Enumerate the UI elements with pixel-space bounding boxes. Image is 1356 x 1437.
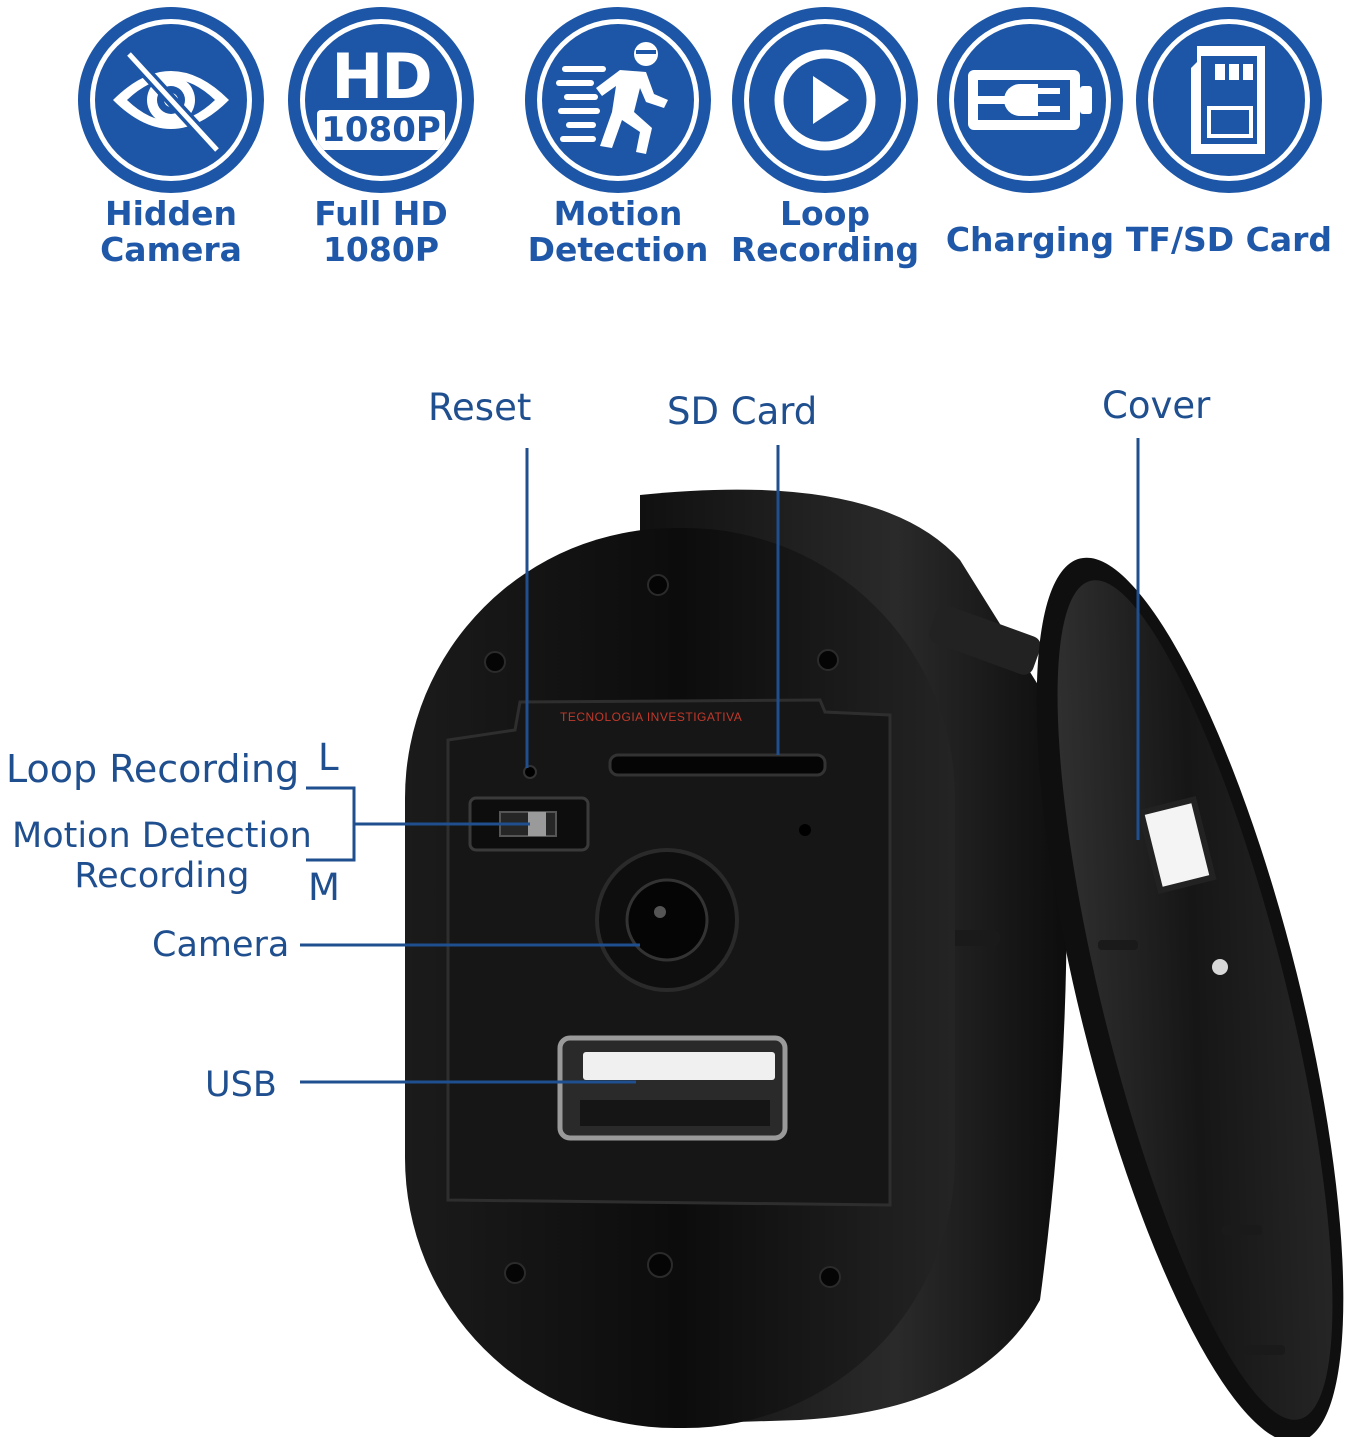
callout-motion-letter: M — [308, 866, 340, 909]
callout-loop-letter: L — [318, 736, 339, 779]
callout-reset: Reset — [428, 386, 532, 429]
sd-card-icon — [1139, 10, 1319, 190]
camera-lens — [625, 878, 709, 962]
feature-label: Full HD 1080P — [314, 194, 448, 269]
feature-full-hd: HD 1080P Full HD 1080P — [276, 10, 486, 280]
feature-label: Motion Detection — [527, 194, 709, 269]
running-man-icon — [528, 10, 708, 190]
feature-loop-recording: Loop Recording — [720, 10, 930, 280]
hinge-clip — [929, 605, 1041, 675]
callout-cover: Cover — [1102, 384, 1211, 427]
callout-sd-card: SD Card — [667, 390, 818, 433]
hd-1080p-icon: HD 1080P — [291, 10, 471, 190]
callout-usb: USB — [205, 1065, 277, 1105]
cover-panel — [1036, 557, 1344, 1437]
feature-motion-detection: Motion Detection — [513, 10, 723, 280]
watermark-text: TECNOLOGIA INVESTIGATIVA — [560, 710, 743, 724]
hd-badge-text: HD — [331, 40, 432, 113]
feature-hidden-camera: Hidden Camera — [66, 10, 276, 280]
product-diagram: Reset SD Card Cover Loop Recording L Mot… — [0, 300, 1356, 1437]
feature-label: TF/SD Card — [1125, 220, 1333, 259]
mode-switch-knob — [528, 812, 546, 836]
feature-sd-card: TF/SD Card — [1124, 10, 1334, 280]
play-loop-icon — [735, 10, 915, 190]
callout-camera: Camera — [152, 925, 290, 965]
feature-label: Loop Recording — [730, 194, 920, 269]
hd-resolution-text: 1080P — [317, 110, 445, 150]
feature-label: Hidden Camera — [100, 194, 242, 269]
callout-motion-detection: Motion Detection Recording — [12, 816, 312, 896]
sd-card-slot — [608, 753, 827, 777]
usb-port-cavity — [580, 1100, 770, 1126]
feature-label: Charging — [945, 220, 1115, 259]
feature-charging: Charging — [925, 10, 1135, 280]
charging-plug-icon — [940, 10, 1120, 190]
hidden-eye-icon — [81, 10, 261, 190]
feature-row: Hidden Camera HD 1080P Full HD 1080P — [0, 0, 1356, 290]
callout-loop-recording: Loop Recording — [6, 747, 300, 791]
lens-glint — [654, 906, 666, 918]
device-illustration — [300, 438, 1344, 1437]
usb-port-tongue — [583, 1052, 775, 1080]
indicator-led — [799, 824, 811, 836]
reset-hole — [523, 765, 537, 779]
callout-lines — [300, 438, 1140, 1084]
